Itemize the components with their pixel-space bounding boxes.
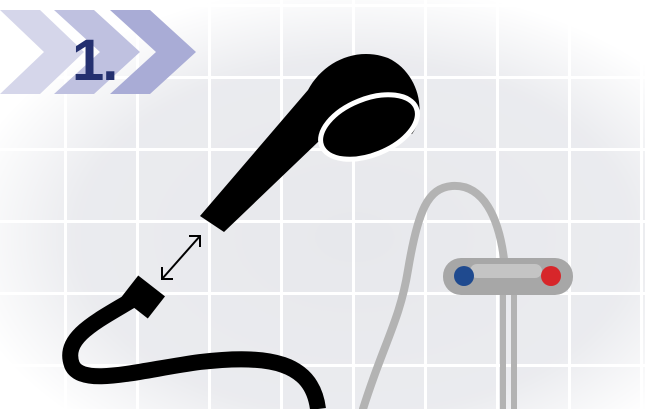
thermostatic-mixer-valve-icon <box>443 258 573 295</box>
step-number: 1. <box>72 28 116 93</box>
mixer-body-highlight <box>470 264 542 278</box>
hot-water-knob <box>541 266 561 286</box>
cold-water-knob <box>454 266 474 286</box>
